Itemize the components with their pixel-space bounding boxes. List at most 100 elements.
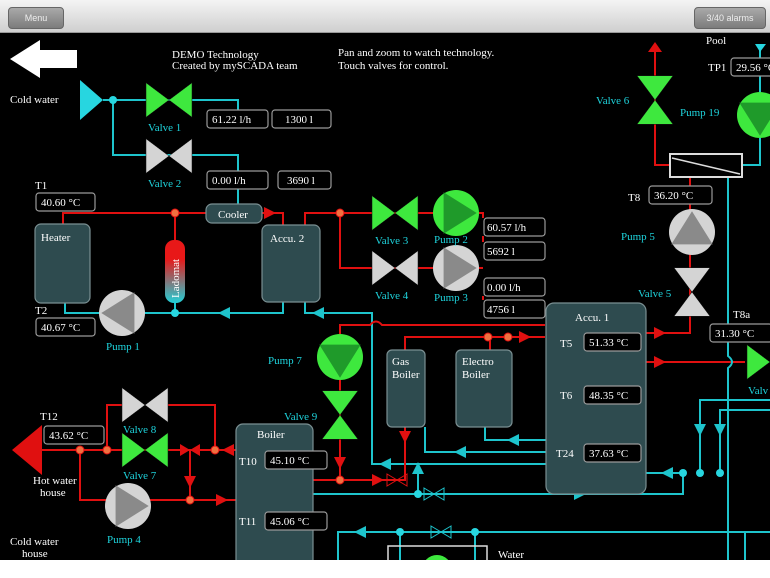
valve-icon[interactable] — [121, 432, 169, 468]
valve-icon[interactable] — [121, 387, 169, 423]
cold-valve-icon[interactable] — [423, 487, 445, 501]
valve-9[interactable]: Valve 9 — [284, 390, 359, 440]
flow-arrow-icon — [654, 327, 666, 339]
accu1-label: Accu. 1 — [575, 312, 609, 324]
valve-5[interactable]: Valve 5 — [638, 267, 711, 317]
pumps — [99, 92, 770, 529]
sensor-box-t8a — [709, 323, 770, 343]
valve-icon[interactable] — [746, 344, 770, 380]
page-title: DEMO Technology — [172, 49, 259, 61]
sensor-box-t24 — [583, 443, 642, 463]
valve-10[interactable]: Valv — [746, 344, 770, 397]
pump-3[interactable] — [433, 245, 479, 291]
flow-arrow-icon — [218, 307, 230, 319]
outlet-arrow-icon — [648, 42, 662, 52]
ladomat-label: Ladomat — [170, 259, 182, 298]
pump-5[interactable] — [669, 209, 715, 255]
heat-exchanger — [669, 153, 743, 178]
flow-arrow-icon — [184, 476, 196, 488]
menu-button[interactable]: Menu — [8, 7, 64, 29]
valve-6[interactable]: Valve 6 — [596, 75, 674, 125]
ladomat-tank[interactable] — [165, 240, 185, 303]
junction-dot — [679, 469, 687, 477]
hot-water-outlet-icon — [12, 425, 42, 475]
valve-icon[interactable] — [371, 250, 419, 286]
pump-4[interactable] — [105, 483, 151, 529]
junction-dot — [171, 309, 179, 317]
valve-icon[interactable] — [145, 138, 193, 174]
alarms-button[interactable]: 3/40 alarms — [694, 7, 766, 29]
gas-boiler-tank[interactable] — [386, 349, 426, 428]
sensor-label-t2: T2 — [35, 305, 47, 317]
sensor-label-t1: T1 — [35, 180, 47, 192]
valve-label: Valve 6 — [596, 95, 630, 107]
volume-meter-1: 1300 l — [285, 114, 313, 126]
pump-7[interactable] — [317, 334, 363, 380]
flow-arrow-icon — [264, 207, 276, 219]
flow-arrow-icon — [454, 446, 466, 458]
boiler-tank[interactable] — [235, 423, 314, 575]
junction-dot — [414, 490, 422, 498]
valve-icon[interactable] — [636, 75, 674, 125]
pool-label: Pool — [706, 35, 726, 47]
flow-meter-1-box — [206, 109, 269, 129]
valve-3[interactable]: Valve 3 — [371, 195, 419, 247]
cooler-tank[interactable] — [205, 203, 263, 224]
back-arrow-icon[interactable] — [10, 40, 77, 78]
pump-direction-icon — [319, 344, 361, 378]
valve-2[interactable]: Valve 2 — [145, 138, 193, 190]
flow-arrow-icon — [519, 331, 531, 343]
valve-icon[interactable] — [673, 267, 711, 317]
valve-label: Valve 7 — [123, 470, 157, 482]
electro-boiler-tank[interactable] — [455, 349, 513, 428]
valve-1[interactable]: Valve 1 — [145, 82, 193, 134]
junction-dot — [335, 208, 345, 218]
valve-8[interactable]: Valve 8 — [121, 387, 169, 436]
electro-boiler-label-2: Boiler — [462, 369, 490, 381]
cold-valve-icon[interactable] — [430, 525, 452, 539]
pump-direction-icon — [115, 485, 149, 527]
valve-icon[interactable] — [145, 82, 193, 118]
flow-arrow-icon — [222, 444, 234, 456]
junction-dot — [716, 469, 724, 477]
flow-meter-2: 0.00 l/h — [212, 175, 246, 187]
flow-arrow-icon — [334, 457, 346, 469]
pump-19[interactable] — [737, 92, 770, 138]
sensor-label-t8a: T8a — [733, 309, 750, 321]
junction-dot — [503, 332, 513, 342]
sensor-value-t2: 40.67 °C — [41, 322, 80, 334]
accu2-tank[interactable] — [261, 224, 321, 303]
three-way-valve-icon[interactable] — [180, 444, 200, 456]
volume-meter-3-box — [483, 241, 546, 261]
sensor-value-t8a: 31.30 °C — [715, 328, 754, 340]
heater-label: Heater — [41, 232, 71, 244]
pump-1[interactable] — [99, 290, 145, 336]
hot-water-house-label-1: Hot water — [33, 475, 77, 487]
valve-icon[interactable] — [321, 390, 359, 440]
valve-4[interactable]: Valve 4 — [371, 250, 419, 302]
valve-7[interactable]: Valve 7 — [121, 432, 169, 482]
valve-label: Valve 2 — [148, 178, 181, 190]
instructions-line-1: Pan and zoom to watch technology. — [338, 47, 495, 59]
pump-label: Pump 3 — [434, 292, 468, 304]
pump-direction-icon — [739, 102, 770, 136]
pump-label: Pump 1 — [106, 341, 140, 353]
valve-label: Valv — [748, 385, 769, 397]
flow-arrow-icon — [399, 431, 411, 443]
junction-dot — [109, 96, 117, 104]
pump-direction-icon — [443, 247, 477, 289]
sensor-label-tp1: TP1 — [708, 62, 726, 74]
heater-tank[interactable] — [34, 223, 91, 304]
three-way-valve-icon[interactable] — [386, 473, 408, 487]
flow-arrow-icon — [694, 424, 706, 436]
valve-label: Valve 9 — [284, 411, 318, 423]
valve-icon[interactable] — [371, 195, 419, 231]
top-bar: Menu 3/40 alarms — [0, 0, 770, 33]
flow-arrow-icon — [312, 307, 324, 319]
pump-2[interactable] — [433, 190, 479, 236]
junction-dot — [396, 528, 404, 536]
